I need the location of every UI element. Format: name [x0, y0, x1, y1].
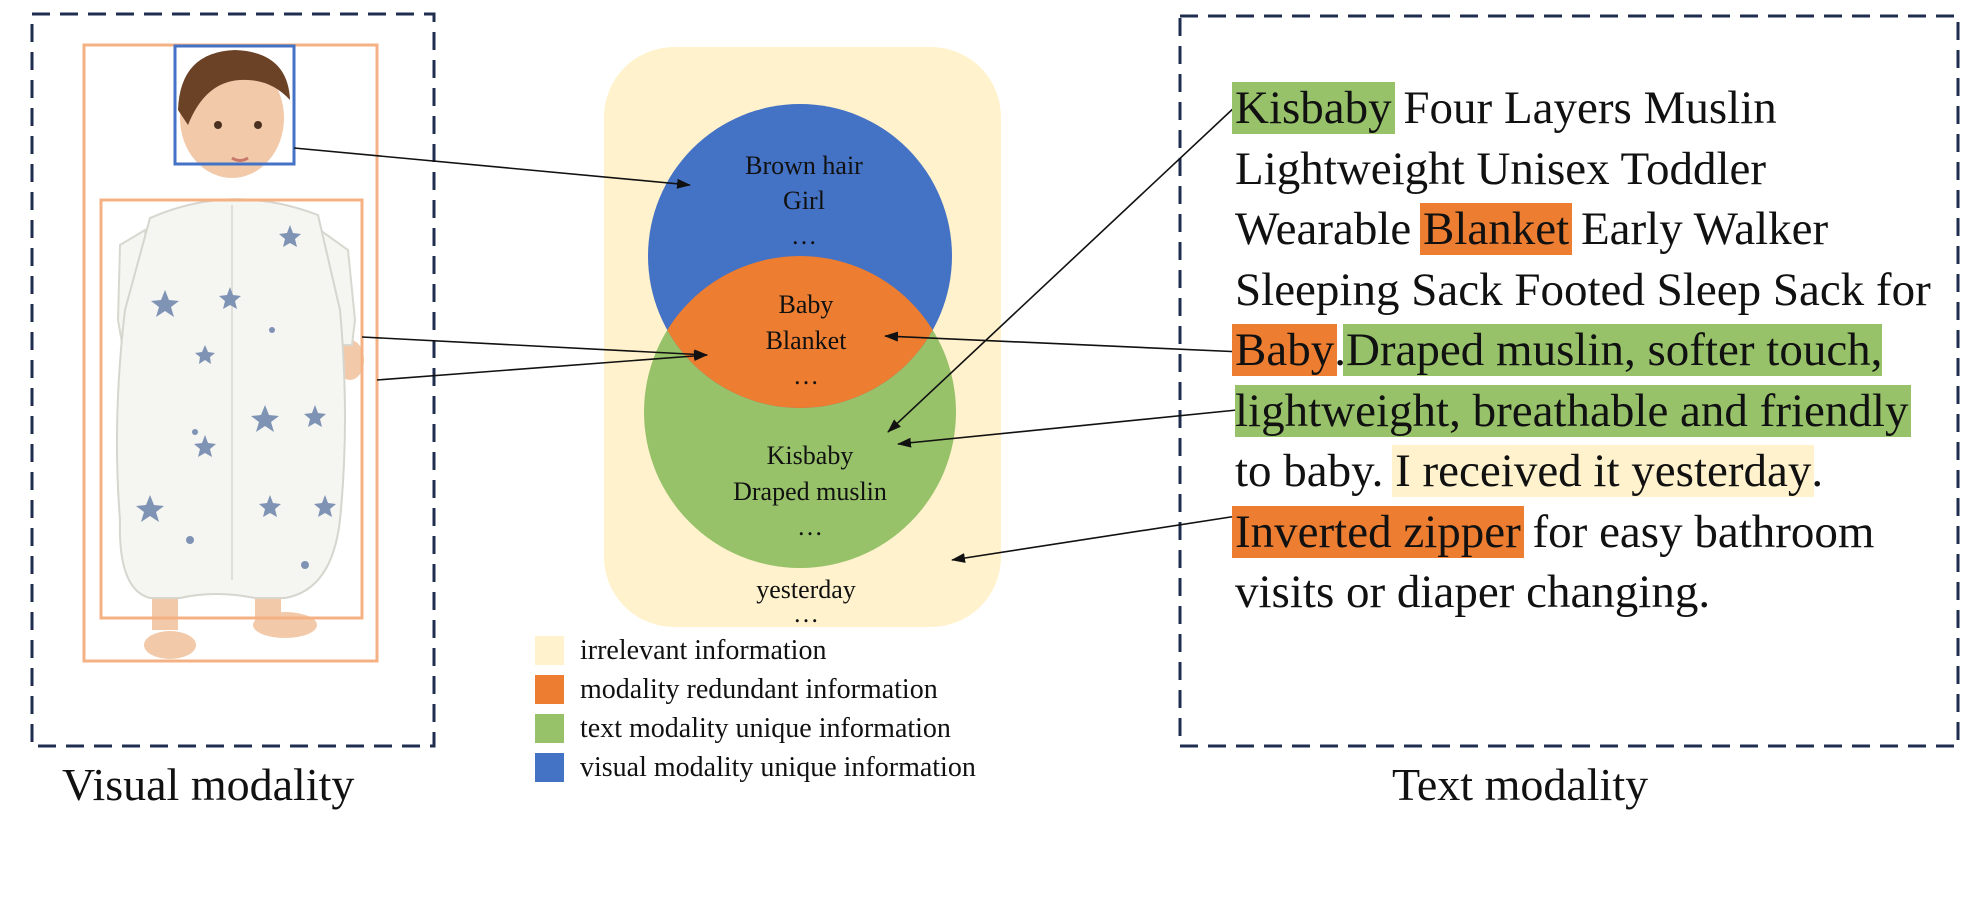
segment-redundant: Inverted zipper: [1232, 505, 1524, 558]
segment-plain: Early Walker Sleeping Sack Footed Sleep …: [1235, 203, 1931, 316]
arrow-draped-to-text-unique: [897, 409, 1238, 448]
face-bbox: [173, 44, 296, 166]
legend-label: visual modality unique information: [580, 752, 976, 783]
sleeping-sack: [115, 198, 346, 599]
segment-text-unique: Kisbaby: [1232, 82, 1395, 134]
irrelevant-line-1: yesterday: [756, 575, 856, 604]
legend-label: modality redundant information: [580, 674, 938, 705]
arrow-kisbaby-to-text-unique: [887, 104, 1238, 433]
redundant-line-1: Baby: [779, 290, 834, 319]
visual-panel-frame: [30, 12, 436, 748]
legend-swatch: [535, 714, 564, 743]
text-unique-line-2: Draped muslin: [733, 477, 887, 506]
body-bbox: [99, 198, 364, 620]
segment-plain: .: [1811, 445, 1824, 497]
segment-redundant: Baby: [1232, 324, 1338, 376]
irrelevant-line-2: …: [793, 599, 819, 628]
legend-swatch: [535, 753, 564, 782]
arrow-yesterday-to-irrelevant: [951, 515, 1238, 563]
segment-plain: Four Layers Muslin Lightweight Unisex To…: [1235, 82, 1777, 255]
text-unique-line-3: …: [797, 512, 823, 541]
segment-text-unique: Draped muslin, softer touch, lightweight…: [1235, 324, 1912, 437]
segment-plain: for easy bathroom visits or diaper chang…: [1235, 505, 1875, 619]
visual-unique-line-3: …: [791, 221, 817, 250]
arrow-body-to-redundant-2: [376, 350, 708, 381]
visual-unique-line-1: Brown hair: [745, 151, 863, 180]
product-description-text: Kisbaby Four Layers Muslin Lightweight U…: [1232, 78, 1935, 623]
arrow-body-to-redundant-1: [361, 336, 708, 360]
text-modality-caption: Text modality: [1392, 759, 1649, 810]
redundant-intersection: [648, 256, 952, 408]
redundant-line-2: Blanket: [766, 326, 848, 355]
legend-label: text modality unique information: [580, 713, 951, 744]
segment-plain: .: [1334, 324, 1346, 376]
baby-image: [115, 50, 364, 659]
redundant-line-3: …: [793, 361, 819, 390]
segment-irrelevant: I received it yesterday: [1392, 445, 1815, 497]
segment-redundant: Blanket: [1420, 203, 1573, 255]
visual-unique-line-2: Girl: [783, 186, 825, 215]
star-pattern: [136, 225, 336, 569]
legend-swatch: [535, 675, 564, 704]
visual-modality-caption: Visual modality: [62, 759, 355, 810]
legend-label: irrelevant information: [580, 635, 827, 666]
legend-swatch: [535, 636, 564, 665]
segment-plain: to baby.: [1235, 445, 1396, 497]
arrow-face-to-visual: [293, 147, 691, 189]
text-unique-line-1: Kisbaby: [767, 441, 854, 470]
